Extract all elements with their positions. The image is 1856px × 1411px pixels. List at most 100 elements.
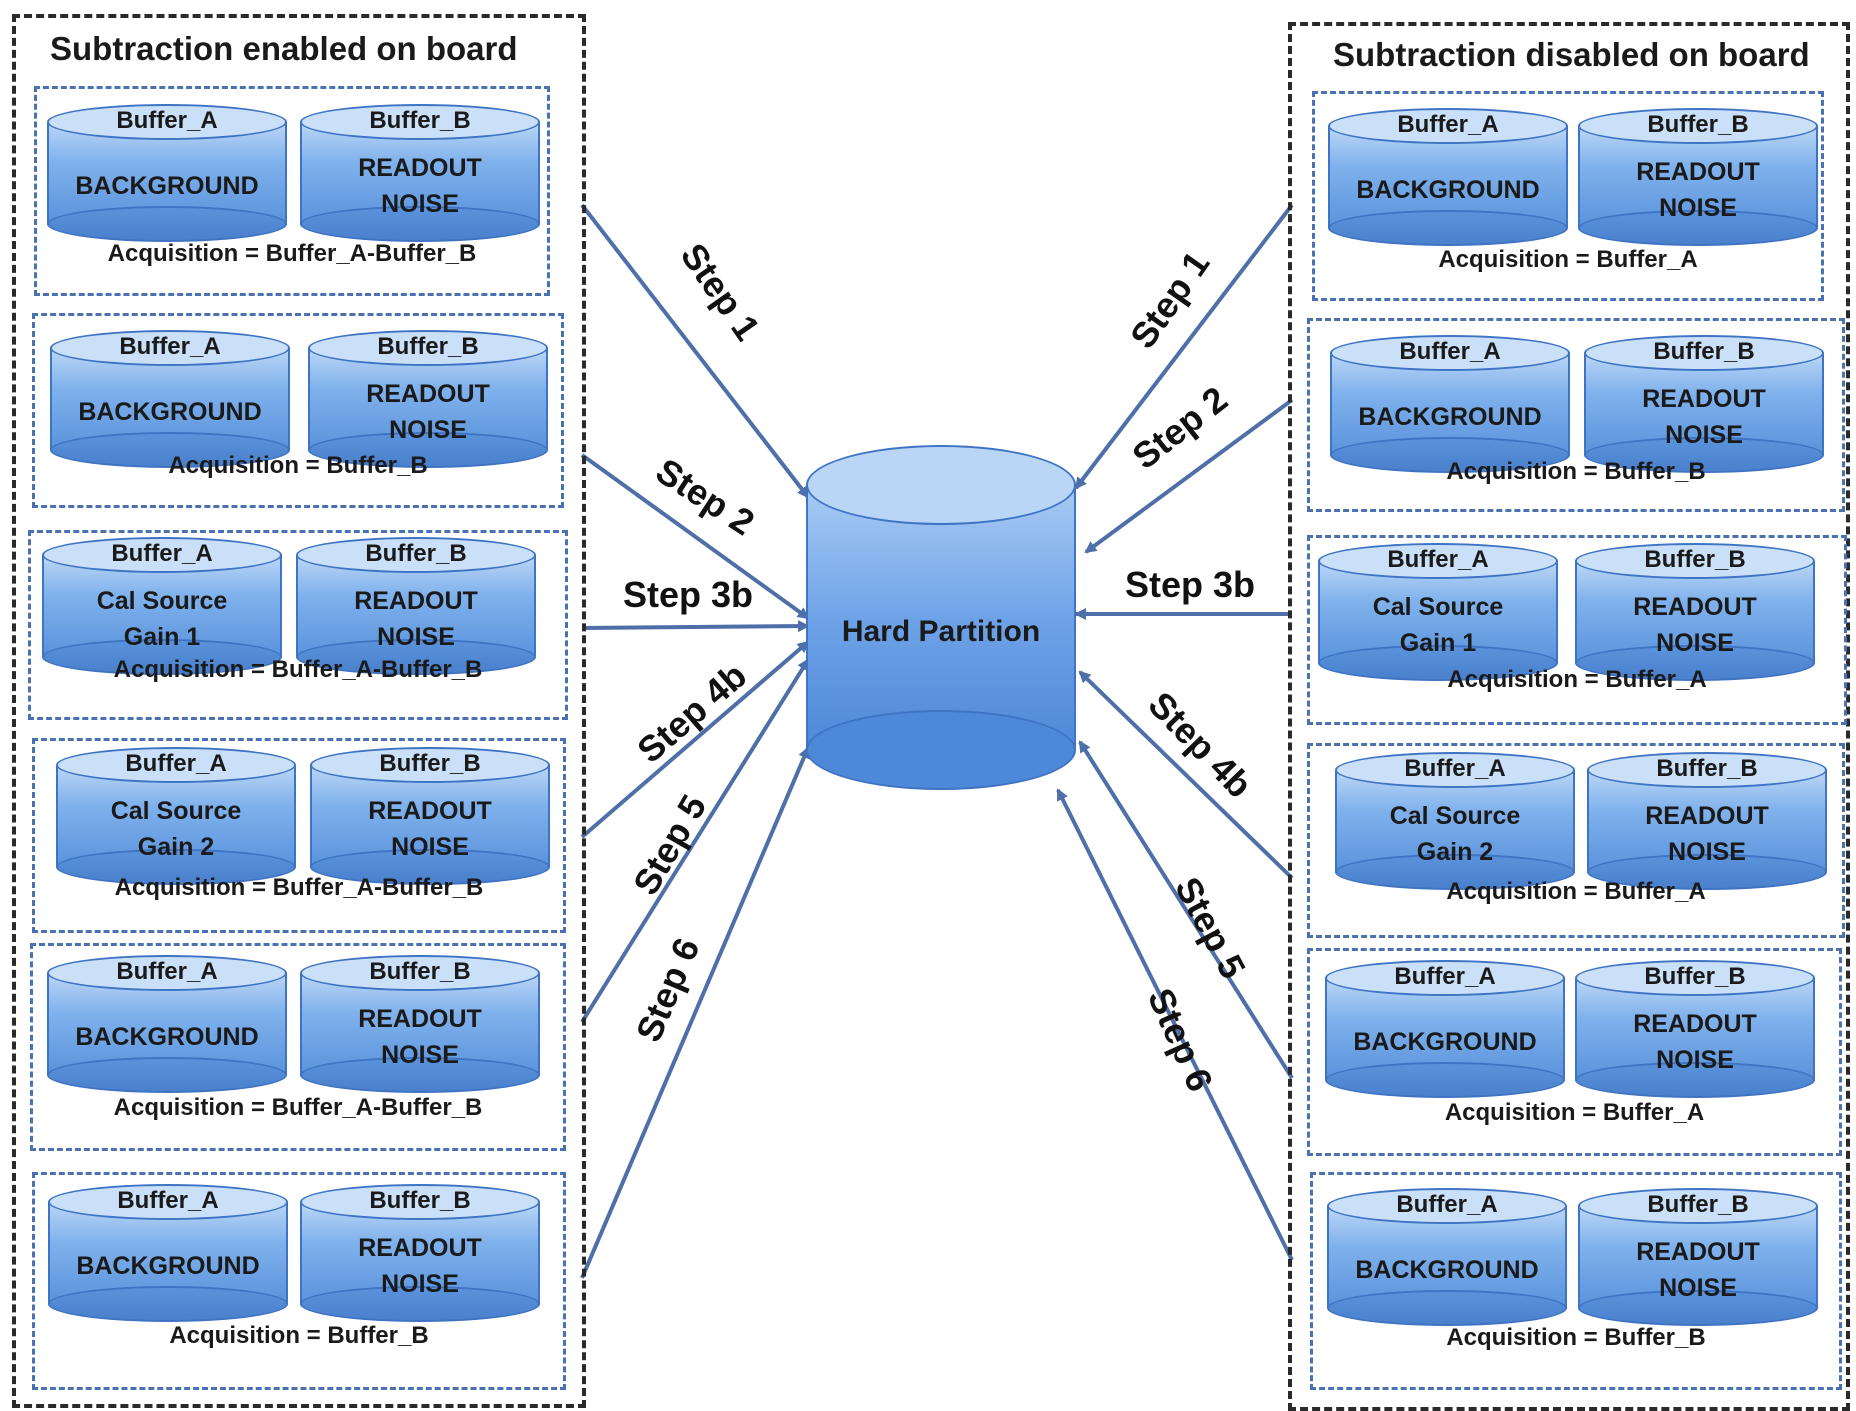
right-buffer-b-6-content-line: NOISE xyxy=(1659,1274,1737,1302)
right-buffer-b-5-name: Buffer_B xyxy=(1644,963,1746,990)
left-buffer-a-3-name: Buffer_A xyxy=(111,540,213,567)
right-buffer-b-3-content-line: NOISE xyxy=(1656,629,1734,657)
right-group-6 xyxy=(1310,1172,1842,1390)
right-arrow-5 xyxy=(1078,740,1294,1080)
right-buffer-a-6-name: Buffer_A xyxy=(1396,1191,1498,1218)
right-acquisition-label-5: Acquisition = Buffer_A xyxy=(1444,1099,1705,1126)
left-acquisition-label-4: Acquisition = Buffer_A-Buffer_B xyxy=(114,874,484,901)
right-arrow-6 xyxy=(1056,788,1294,1261)
left-arrow-2 xyxy=(580,453,810,620)
right-buffer-a-6-cylinder: Buffer_A BACKGROUND xyxy=(1327,1188,1567,1326)
hard-partition-cylinder: Hard Partition xyxy=(806,445,1076,790)
right-group-4 xyxy=(1307,743,1845,938)
right-buffer-b-3-name: Buffer_B xyxy=(1644,546,1746,573)
right-group-3 xyxy=(1307,535,1847,725)
left-panel xyxy=(12,14,586,1408)
right-buffer-a-6-content-line: BACKGROUND xyxy=(1355,1256,1539,1284)
left-buffer-a-1-name: Buffer_A xyxy=(116,107,218,134)
right-buffer-a-5-name: Buffer_A xyxy=(1394,963,1496,990)
right-buffer-b-2-name: Buffer_B xyxy=(1653,338,1755,365)
right-buffer-a-4-content-line: Gain 2 xyxy=(1416,838,1494,866)
right-buffer-a-3-content-line: Cal Source xyxy=(1372,593,1504,621)
right-buffer-b-6-content-line: READOUT xyxy=(1636,1238,1760,1266)
left-buffer-a-4-content-line: Gain 2 xyxy=(137,833,215,861)
left-buffer-b-6-content-line: NOISE xyxy=(381,1270,459,1298)
left-buffer-a-6-cylinder: Buffer_A BACKGROUND xyxy=(48,1184,288,1322)
left-buffer-b-5-content-line: NOISE xyxy=(381,1041,459,1069)
left-buffer-a-3-content-line: Cal Source xyxy=(96,587,228,615)
right-buffer-b-3-content-line: READOUT xyxy=(1633,593,1757,621)
right-buffer-a-2-cylinder: Buffer_A BACKGROUND xyxy=(1330,335,1570,473)
left-buffer-b-3-content-line: READOUT xyxy=(354,587,478,615)
right-step-label-3: Step 3b xyxy=(1125,564,1256,605)
left-buffer-a-3-content-line: Gain 1 xyxy=(123,623,201,651)
right-buffer-b-4-name: Buffer_B xyxy=(1656,755,1758,782)
right-buffer-a-3-content-line: Gain 1 xyxy=(1399,629,1477,657)
left-buffer-b-6-content-line: READOUT xyxy=(358,1234,482,1262)
right-buffer-a-4-name: Buffer_A xyxy=(1404,755,1506,782)
right-buffer-b-6-content: READOUT NOISE xyxy=(1578,1228,1818,1312)
left-buffer-a-4-name: Buffer_A xyxy=(125,750,227,777)
right-buffer-a-1-cylinder: Buffer_A BACKGROUND xyxy=(1328,108,1568,246)
left-buffer-a-6-name: Buffer_A xyxy=(117,1187,219,1214)
left-buffer-a-6-content: BACKGROUND xyxy=(48,1224,288,1308)
left-buffer-a-1-cylinder: Buffer_A BACKGROUND xyxy=(47,104,287,242)
left-buffer-b-3-content: READOUT NOISE xyxy=(296,577,536,661)
left-buffer-a-1-content: BACKGROUND xyxy=(47,144,287,228)
left-group-5 xyxy=(30,943,566,1151)
left-buffer-b-2-content: READOUT NOISE xyxy=(308,370,548,454)
right-buffer-a-2-content: BACKGROUND xyxy=(1330,375,1570,459)
right-buffer-a-5-content: BACKGROUND xyxy=(1325,1000,1565,1084)
right-buffer-a-1-name: Buffer_A xyxy=(1397,111,1499,138)
left-buffer-b-3-content-line: NOISE xyxy=(377,623,455,651)
left-buffer-b-1-name: Buffer_B xyxy=(369,107,471,134)
right-buffer-a-2-content-line: BACKGROUND xyxy=(1358,403,1542,431)
left-group-3 xyxy=(28,530,568,720)
right-buffer-b-1-content-line: NOISE xyxy=(1659,194,1737,222)
left-acquisition-label-1: Acquisition = Buffer_A-Buffer_B xyxy=(107,240,477,267)
left-buffer-a-1-content-line: BACKGROUND xyxy=(75,172,259,200)
right-acquisition-label-3: Acquisition = Buffer_A xyxy=(1447,666,1707,693)
right-arrow-2 xyxy=(1084,398,1294,554)
right-buffer-a-4-content-line: Cal Source xyxy=(1389,802,1521,830)
left-buffer-a-5-content-line: BACKGROUND xyxy=(75,1023,259,1051)
right-buffer-b-2-content-line: READOUT xyxy=(1642,385,1766,413)
right-panel xyxy=(1288,22,1850,1411)
left-acquisition-label-3: Acquisition = Buffer_A-Buffer_B xyxy=(113,656,483,683)
left-buffer-a-6-content-line: BACKGROUND xyxy=(76,1252,260,1280)
right-buffer-b-3-cylinder: Buffer_B READOUT NOISE xyxy=(1575,543,1815,681)
left-group-6 xyxy=(32,1172,566,1390)
left-acquisition-label-2: Acquisition = Buffer_B xyxy=(168,452,428,479)
right-buffer-a-1-content: BACKGROUND xyxy=(1328,148,1568,232)
right-buffer-a-2-name: Buffer_A xyxy=(1399,338,1501,365)
left-buffer-a-2-content: BACKGROUND xyxy=(50,370,290,454)
left-buffer-b-2-content-line: NOISE xyxy=(389,416,467,444)
right-buffer-b-1-name: Buffer_B xyxy=(1647,111,1749,138)
left-arrow-4 xyxy=(580,640,810,839)
left-buffer-b-2-content-line: READOUT xyxy=(366,380,490,408)
left-group-4 xyxy=(32,738,566,933)
right-group-2 xyxy=(1307,318,1845,512)
left-step-label-3: Step 3b xyxy=(623,574,754,615)
left-group-2 xyxy=(32,313,564,508)
left-acquisition-label-5: Acquisition = Buffer_A-Buffer_B xyxy=(113,1094,483,1121)
right-acquisition-label-6: Acquisition = Buffer_B xyxy=(1446,1324,1706,1351)
